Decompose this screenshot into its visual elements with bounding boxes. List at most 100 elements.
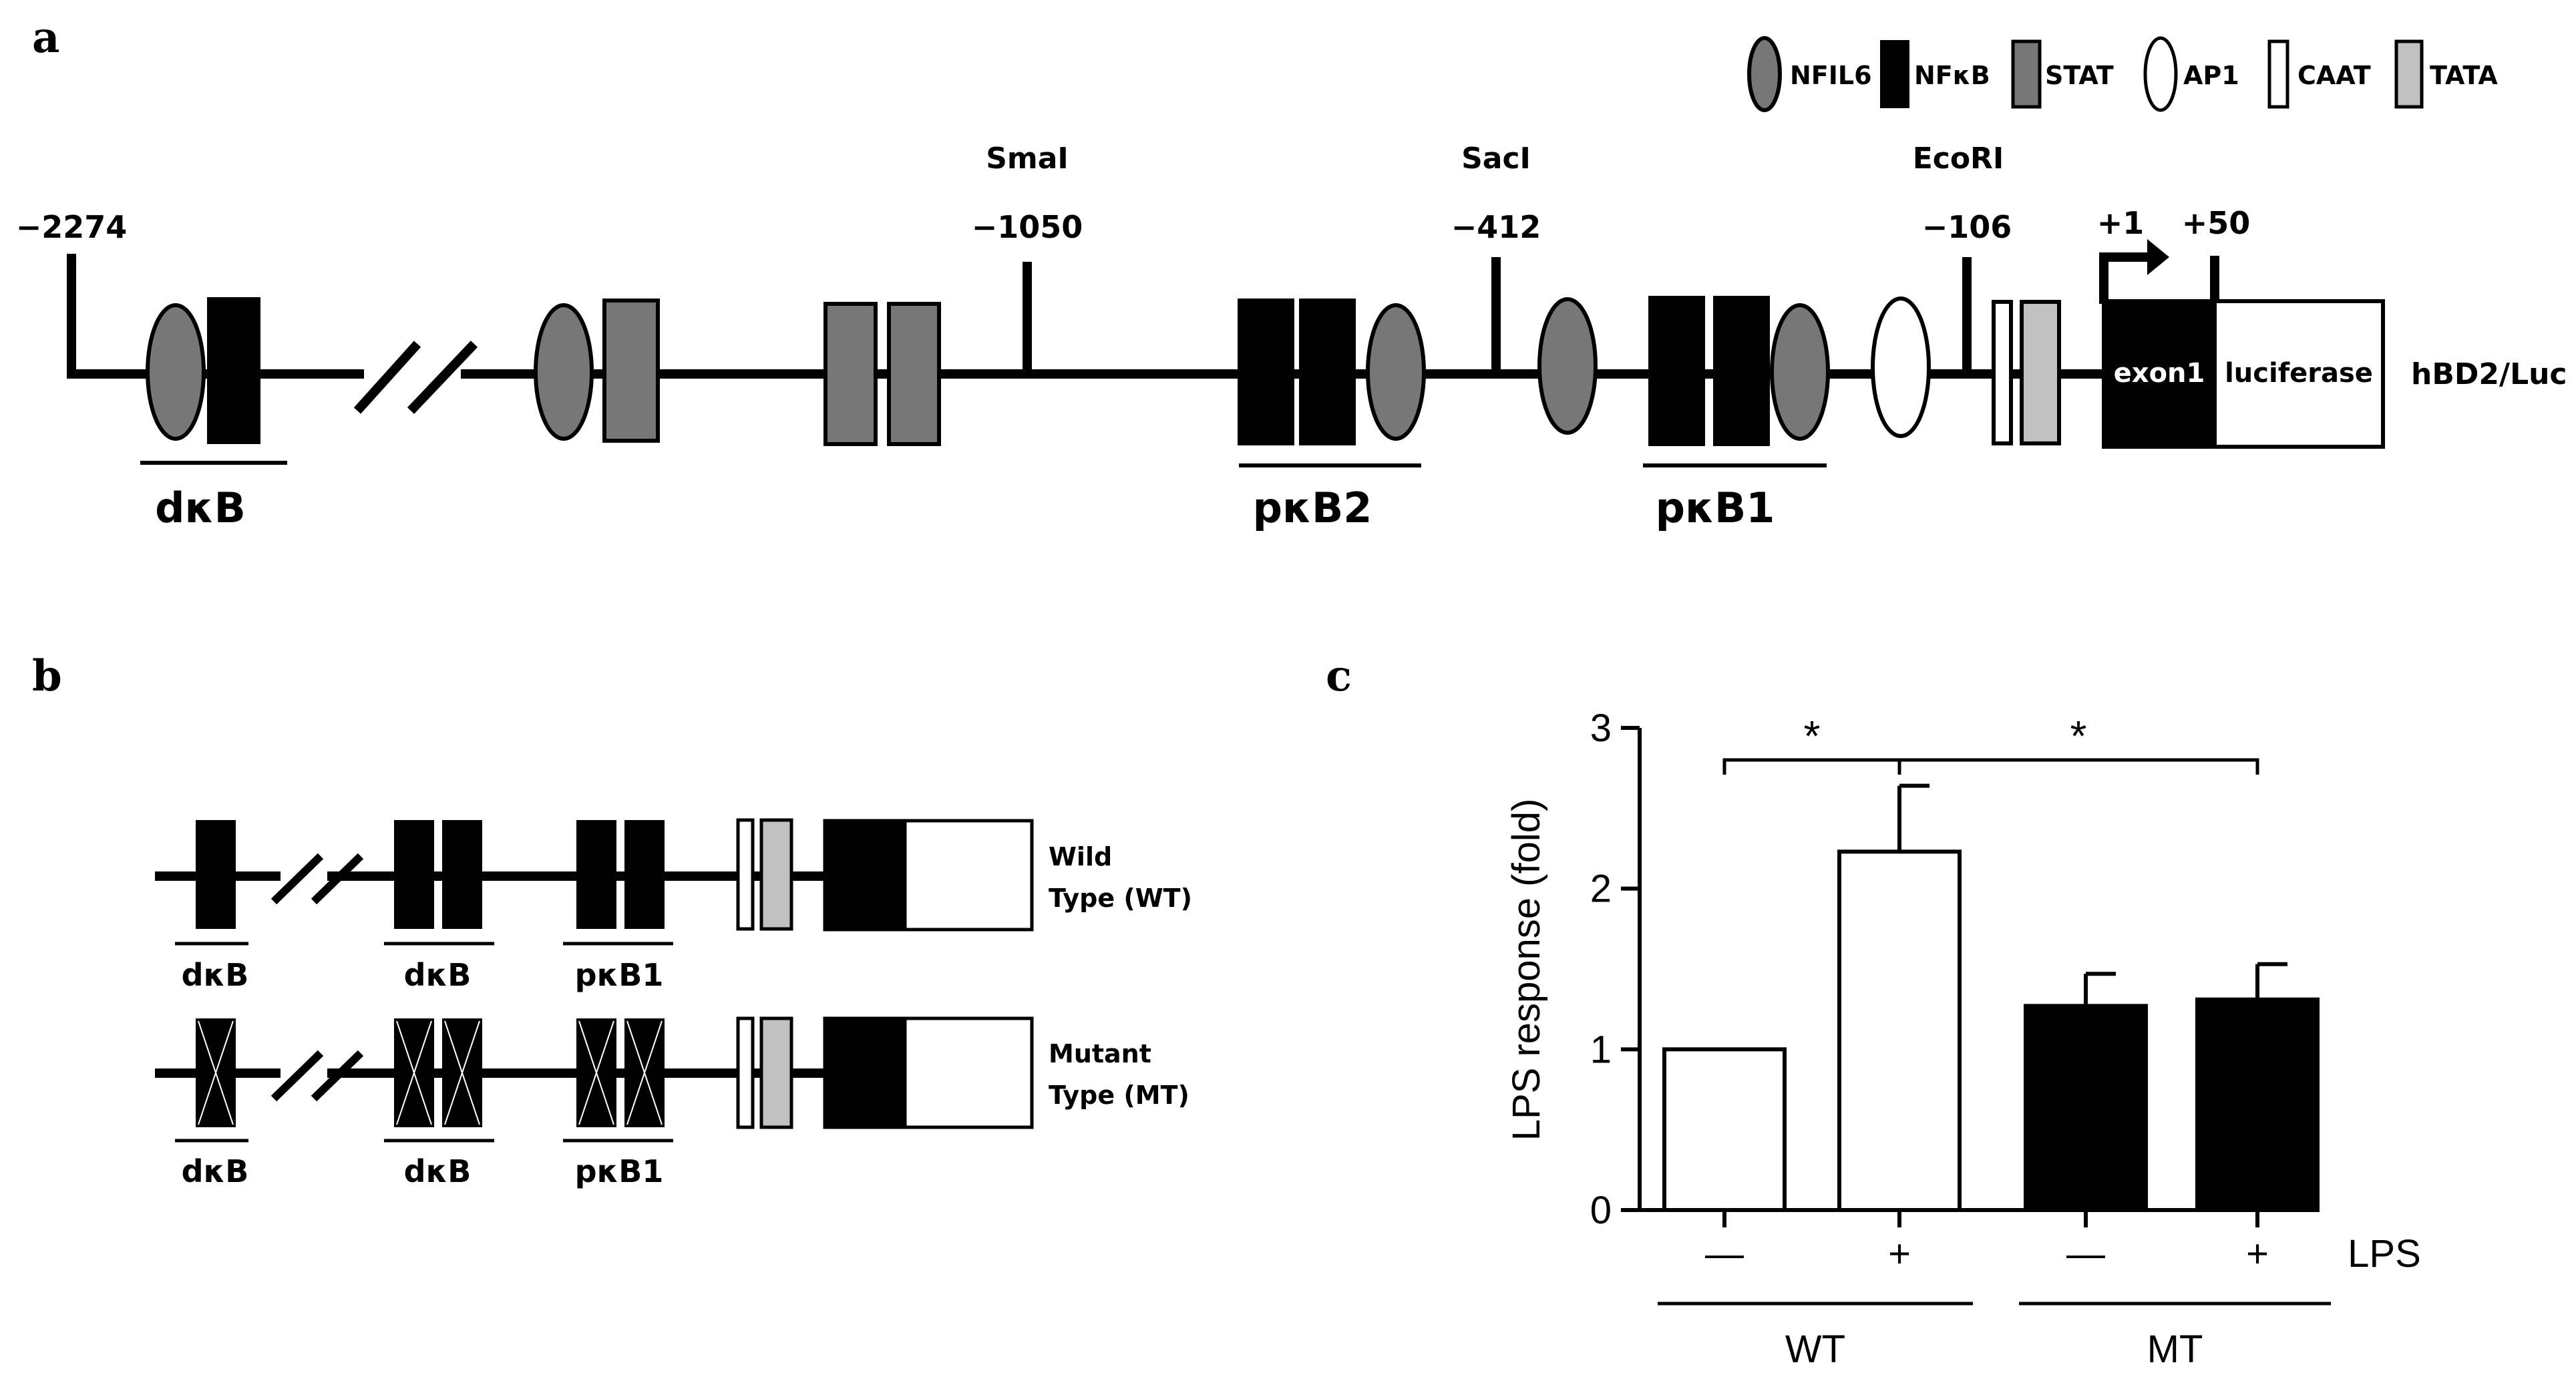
caat-box <box>736 818 755 931</box>
nfkb-site <box>207 297 260 444</box>
ap1-site <box>1871 297 1931 438</box>
nfil6-site <box>1770 303 1830 441</box>
legend-stat-label: STAT <box>2045 61 2114 90</box>
legend-stat-icon <box>2011 39 2042 109</box>
nfil6-site <box>534 303 594 441</box>
region-label-pkb1: pκB1 <box>575 1153 664 1189</box>
legend-ap1-label: AP1 <box>2183 61 2239 90</box>
panel-letter-b: b <box>32 651 62 701</box>
legend: NFIL6 NFκB STAT AP1 CAAT TATA <box>1747 36 2498 112</box>
bar <box>1662 1047 1787 1213</box>
mt-construct: Mutant Type (MT) dκB dκB pκB1 <box>155 1016 1189 1189</box>
luciferase-box <box>903 819 1034 932</box>
mt-label-line2: Type (MT) <box>1049 1080 1189 1110</box>
break-mark <box>311 853 364 905</box>
y-tick-label: 0 <box>1590 1189 1612 1232</box>
luciferase-box <box>2213 299 2385 449</box>
position-label-1050: −1050 <box>972 209 1083 245</box>
region-label-dkb: dκB <box>182 957 249 993</box>
wt-construct: Wild Type (WT) dκB dκB pκB1 <box>155 818 1192 993</box>
region-label-dkb: dκB <box>155 483 246 532</box>
stat-site <box>602 299 660 443</box>
tata-box <box>2020 300 2061 445</box>
bar <box>1837 849 1962 1212</box>
break-mark <box>270 1050 324 1102</box>
site-label-saci: SacI <box>1461 142 1531 176</box>
break-mark <box>311 1050 364 1102</box>
exon1-label: exon1 <box>2114 358 2205 389</box>
position-label-106: −106 <box>1922 209 2012 245</box>
wt-label-line2: Type (WT) <box>1049 883 1192 913</box>
tss-arrow-icon <box>2147 239 2169 275</box>
region-label-pkb1: pκB1 <box>575 957 664 993</box>
luciferase-box <box>903 1016 1034 1129</box>
stat-site <box>823 302 878 446</box>
position-label-50: +50 <box>2182 205 2251 241</box>
mutated-nfkb-site <box>196 1018 236 1127</box>
bar <box>2195 997 2320 1213</box>
x-category-label: — <box>2066 1232 2105 1275</box>
nfkb-site <box>624 820 665 929</box>
group-label: MT <box>2147 1328 2203 1371</box>
nfil6-site <box>146 303 206 441</box>
mutated-nfkb-site <box>394 1018 434 1127</box>
exon1-box <box>823 1016 907 1129</box>
legend-nfil6-label: NFIL6 <box>1790 61 1872 90</box>
panel-letter-c: c <box>1326 651 1352 701</box>
luciferase-label: luciferase <box>2225 358 2373 389</box>
region-label-pkb1: pκB1 <box>1656 483 1775 532</box>
nfil6-site <box>1366 303 1426 441</box>
legend-nfkb-label: NFκB <box>1914 61 1990 90</box>
legend-tata-label: TATA <box>2430 61 2498 90</box>
significance-star: * <box>1804 712 1821 760</box>
y-tick-label: 1 <box>1590 1028 1612 1071</box>
stat-site <box>887 302 941 446</box>
legend-ap1-icon <box>2143 36 2178 112</box>
caat-box <box>736 1016 755 1129</box>
exon1-box <box>823 819 907 932</box>
mutated-nfkb-site <box>576 1018 616 1127</box>
nfil6-site <box>1537 297 1598 435</box>
tata-box <box>759 818 793 931</box>
position-label-2274: −2274 <box>16 209 128 245</box>
nfkb-site <box>196 820 236 929</box>
break-mark <box>353 341 421 414</box>
tata-box <box>759 1016 793 1129</box>
region-label-dkb: dκB <box>404 1153 472 1189</box>
caat-box <box>1992 300 2013 445</box>
legend-nfil6-icon <box>1747 36 1782 112</box>
significance-star: * <box>2070 712 2087 760</box>
bar <box>2024 1004 2148 1213</box>
mt-label-line1: Mutant <box>1049 1039 1151 1068</box>
wt-label-line1: Wild <box>1049 842 1112 871</box>
construct-label: hBD2/Luc <box>2411 357 2567 391</box>
nfkb-site <box>1713 296 1770 446</box>
nfkb-site <box>576 820 616 929</box>
position-label-412: −412 <box>1451 209 1541 245</box>
panel-letter-a: a <box>32 13 59 63</box>
significance-bracket <box>1722 758 1901 775</box>
y-axis-label: LPS response (fold) <box>1505 799 1548 1141</box>
legend-caat-label: CAAT <box>2297 61 2371 90</box>
lps-row-label: LPS <box>2348 1232 2421 1275</box>
x-category-label: — <box>1705 1232 1744 1275</box>
region-label-dkb: dκB <box>404 957 472 993</box>
significance-bracket <box>1897 758 2259 775</box>
nfkb-site <box>442 820 482 929</box>
x-category-label: + <box>2246 1232 2269 1275</box>
region-label-dkb: dκB <box>182 1153 249 1189</box>
nfkb-site <box>1648 296 1705 446</box>
y-tick-label: 2 <box>1590 867 1612 911</box>
tss-arrow-line <box>2099 252 2149 264</box>
nfkb-site <box>394 820 434 929</box>
site-label-smai: SmaI <box>986 142 1069 176</box>
nfkb-site <box>1238 299 1294 445</box>
break-mark <box>270 853 324 905</box>
nfkb-site <box>1299 299 1356 445</box>
break-mark <box>407 341 478 414</box>
position-label-1: +1 <box>2097 205 2145 241</box>
region-label-pkb2: pκB2 <box>1253 483 1372 532</box>
mutated-nfkb-site <box>624 1018 665 1127</box>
